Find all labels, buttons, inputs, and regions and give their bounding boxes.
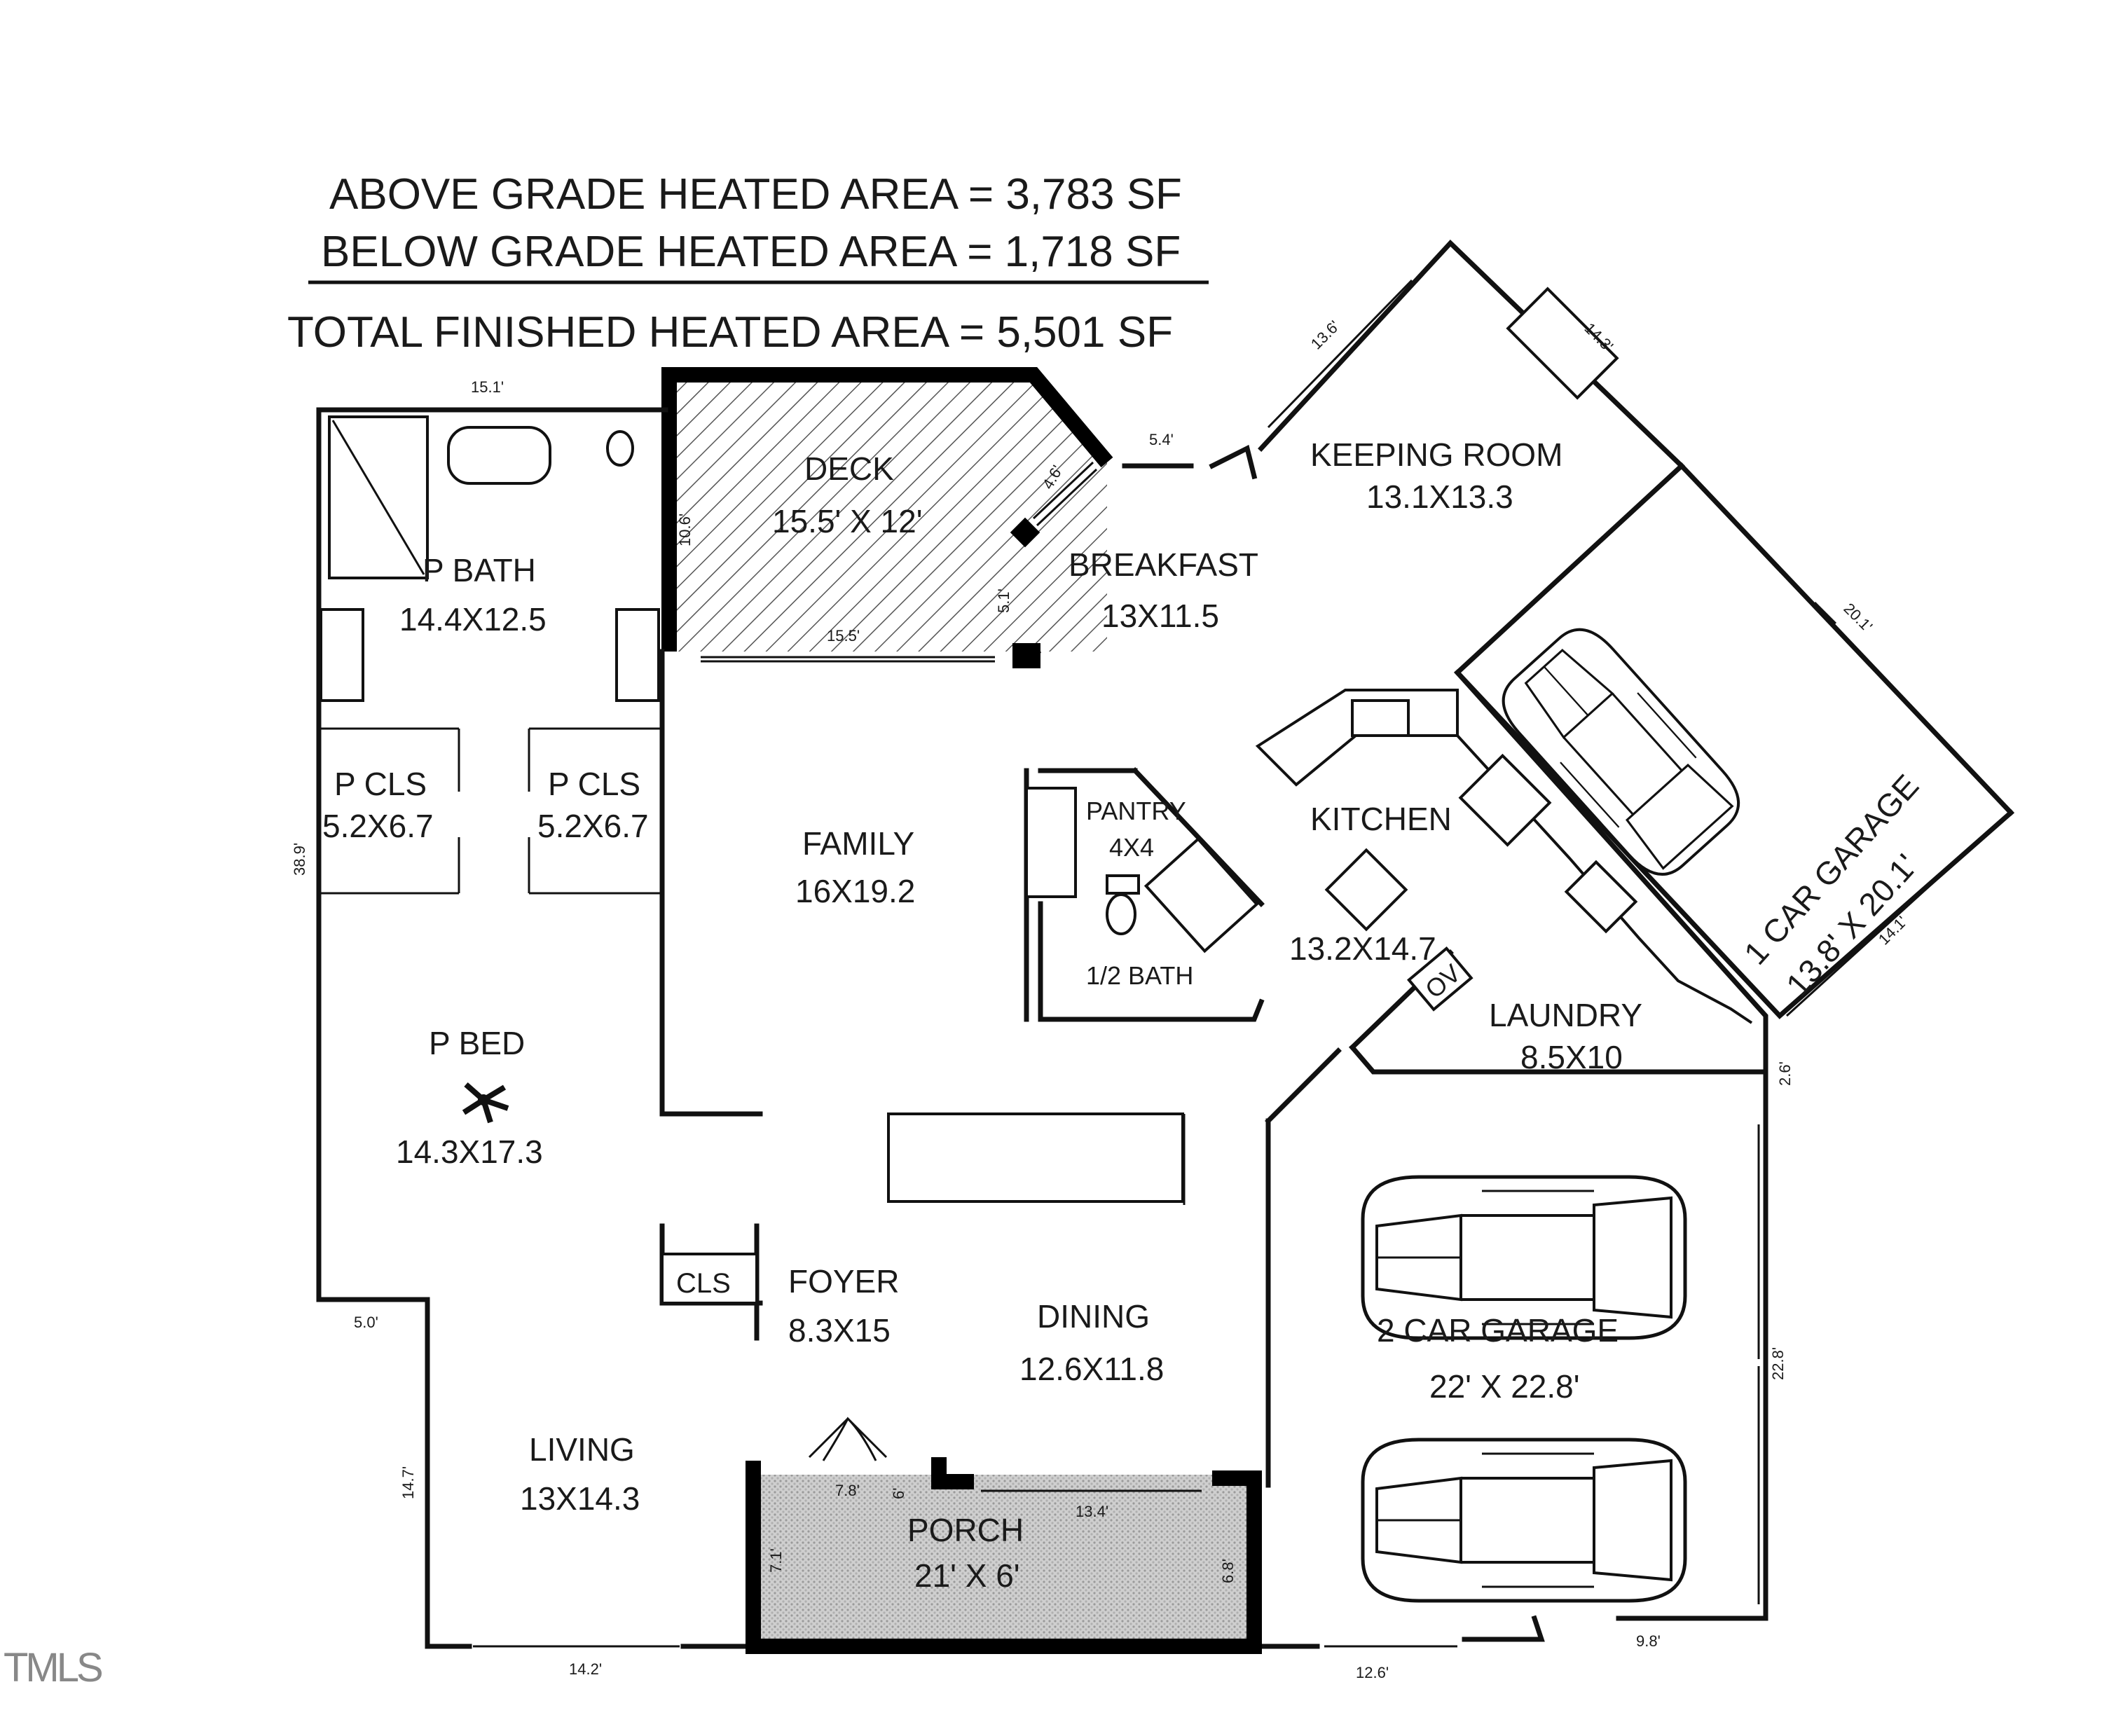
p-bed-label: P BED [429,1025,525,1061]
garage2-bottom-right-dim: 9.8' [1636,1632,1661,1650]
bed-jog-dim: 5.0' [354,1314,378,1331]
two-car-garage-label: 2 CAR GARAGE [1377,1312,1619,1349]
ceiling-fan-icon [462,1082,509,1124]
dining-size: 12.6X11.8 [1019,1351,1164,1387]
family-label: FAMILY [802,825,914,862]
half-bath-label: 1/2 BATH [1086,961,1193,990]
p-cls-right-size: 5.2X6.7 [537,808,649,844]
laundry-label: LAUNDRY [1489,997,1642,1033]
primary-bath-area: P BATH 14.4X12.5 P CLS 5.2X6.7 P CLS 5.2… [319,378,662,895]
two-car-garage: 2 CAR GARAGE 22' X 22.8' 22.8' 12.6' 9.8… [1356,1177,1787,1681]
kitchen: KITCHEN 13.2X14.7 [1255,689,1753,1024]
family-area: FAMILY 16X19.2 PANTRY 4X4 1/2 BATH [795,787,1259,990]
breakfast-label: BREAKFAST [1069,546,1258,583]
primary-bed: P BED 14.3X17.3 38.9' [291,843,543,1261]
deck-left-dim: 10.6' [676,514,694,546]
deck-top-dim: 5.4' [1149,431,1174,448]
porch-left-dim: 7.8' [835,1482,860,1499]
foyer-label: FOYER [788,1263,899,1300]
foyer-size: 8.3X15 [788,1312,891,1349]
top-bath-dim: 15.1' [471,378,504,396]
keeping-breakfast: KEEPING ROOM 13.1X13.3 BREAKFAST 13X11.5… [1069,279,1619,634]
mls-watermark: TMLS [4,1645,102,1690]
two-car-garage-size: 22' X 22.8' [1429,1368,1580,1405]
keeping-diag-dim: 13.6' [1307,317,1343,353]
laundry-size: 8.5X10 [1520,1039,1623,1075]
porch-side-right-dim: 6.8' [1219,1559,1237,1583]
below-grade-area: BELOW GRADE HEATED AREA = 1,718 SF [321,228,1181,276]
laundry-jog-dim: 2.6' [1776,1061,1794,1086]
deck-bottom-dim: 15.5' [827,627,860,645]
p-bed-size: 14.3X17.3 [396,1134,543,1170]
p-cls-right-label: P CLS [548,766,640,802]
living-label: LIVING [529,1431,635,1468]
foyer-dining: CLS FOYER 8.3X15 DINING 12.6X11.8 [661,1253,1164,1387]
deck-label: DECK [804,450,894,487]
total-area: TOTAL FINISHED HEATED AREA = 5,501 SF [287,308,1173,357]
left-wall-dim: 38.9' [291,843,308,876]
porch-small-dim: 6' [890,1488,907,1499]
cls-label: CLS [676,1268,731,1299]
p-bath-size: 14.4X12.5 [399,601,547,638]
pantry-size: 4X4 [1109,833,1154,862]
pantry-label: PANTRY [1086,797,1186,825]
porch-top-dim: 13.4' [1076,1503,1108,1520]
keeping-room-label: KEEPING ROOM [1310,436,1562,473]
garage2-bottom-dim: 12.6' [1356,1664,1389,1681]
porch-label: PORCH [907,1512,1024,1548]
kitchen-label: KITCHEN [1310,801,1452,837]
one-car-garage: 1 CAR GARAGE 13.8' X 20.1' 20.1' 14.1' [1488,600,1981,1017]
dining-label: DINING [1037,1298,1150,1335]
family-size: 16X19.2 [795,873,915,909]
living-bottom-dim: 14.2' [569,1660,602,1678]
p-bath-label: P BATH [423,552,536,588]
kitchen-size: 13.2X14.7 [1289,930,1436,967]
area-summary: ABOVE GRADE HEATED AREA = 3,783 SF BELOW… [287,170,1209,357]
p-cls-left-label: P CLS [334,766,427,802]
porch-side-left-dim: 7.1' [767,1548,785,1573]
porch-size: 21' X 6' [914,1557,1020,1594]
deck-size: 15.5' X 12' [772,503,923,539]
garage1-side-dim: 20.1' [1840,600,1876,635]
living-side-dim: 14.7' [399,1466,417,1499]
porch: PORCH 21' X 6' 7.8' 6' 13.4' 7.1' 6.8' [746,1417,1262,1654]
deck-inner-dim: 5.1' [995,588,1012,613]
living-size: 13X14.3 [520,1480,640,1517]
breakfast-size: 13X11.5 [1101,598,1219,634]
garage2-side-dim: 22.8' [1769,1347,1787,1380]
laundry: OV LAUNDRY 8.5X10 2.6' [1407,946,1794,1086]
deck: DECK 15.5' X 12' 15.5' 10.6' 4.6' 5.1' [661,367,1113,668]
keeping-room-size: 13.1X13.3 [1366,478,1513,515]
living: LIVING 13X14.3 5.0' 14.7' 14.2' [354,1314,640,1678]
p-cls-left-size: 5.2X6.7 [322,808,434,844]
above-grade-area: ABOVE GRADE HEATED AREA = 3,783 SF [329,170,1182,219]
